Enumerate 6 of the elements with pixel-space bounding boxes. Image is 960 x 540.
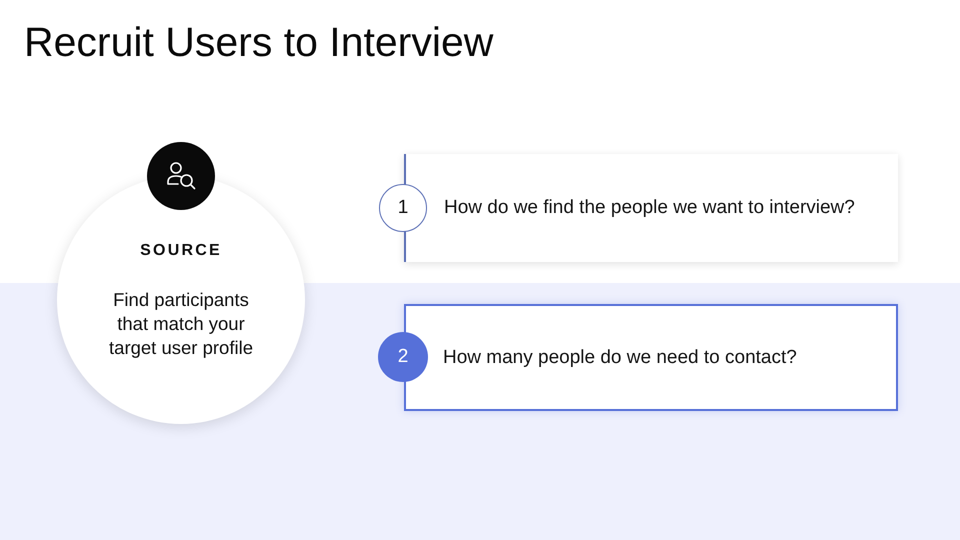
question-text: How do we find the people we want to interview?	[444, 197, 855, 218]
step-number-circle: 1	[379, 184, 427, 232]
description-text: Find participants that match your target user profile	[109, 289, 253, 358]
slide-title: Recruit Users to Interview	[24, 18, 494, 67]
section-heading: SOURCE	[140, 242, 222, 259]
question-text: How many people do we need to contact?	[443, 346, 797, 368]
